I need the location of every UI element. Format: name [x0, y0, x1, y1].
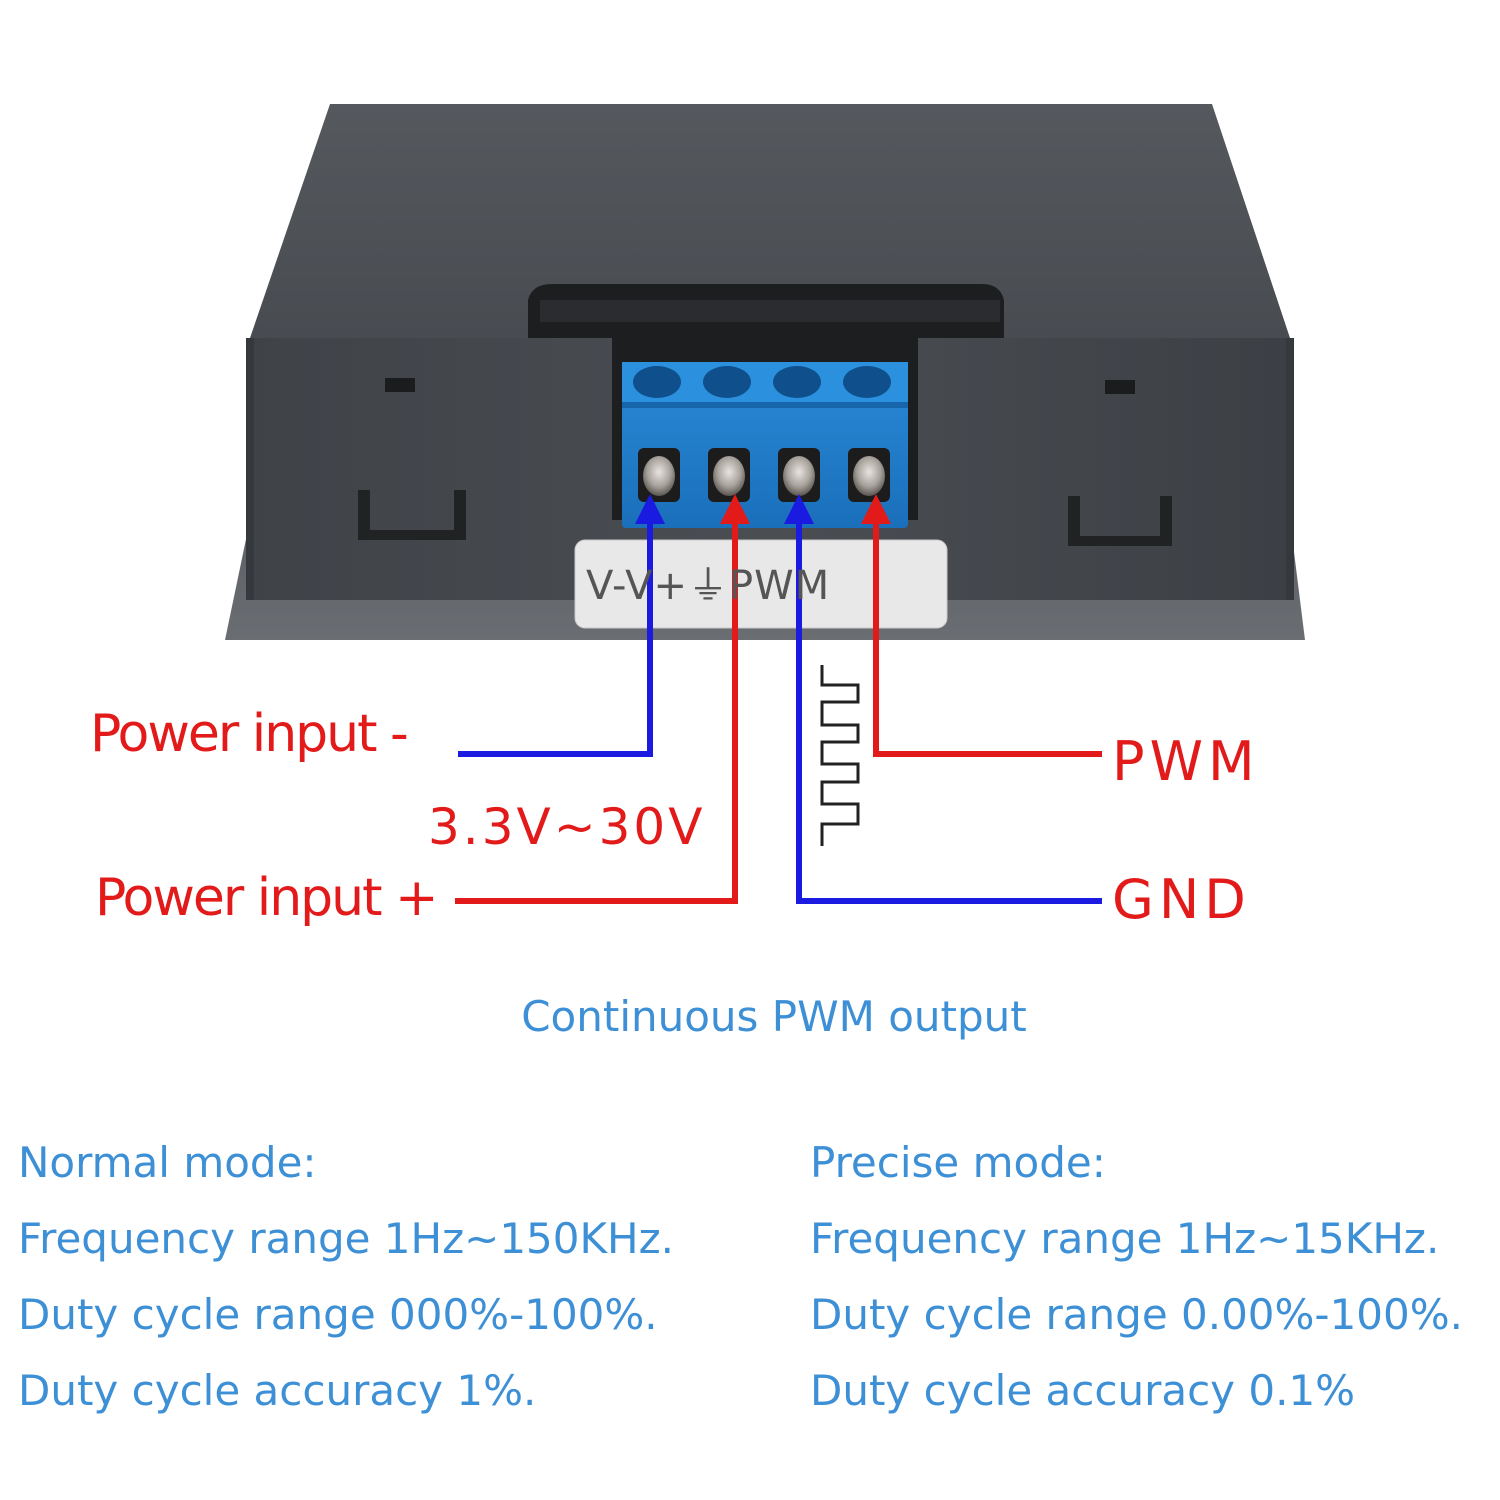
power-input-plus-label: Power input +: [95, 868, 439, 928]
terminal-legend-sticker: [574, 539, 948, 629]
normal-mode-duty-accuracy: Duty cycle accuracy 1%.: [18, 1366, 537, 1415]
pwm-waveform-icon: [820, 665, 860, 846]
precise-mode-frequency: Frequency range 1Hz~15KHz.: [810, 1214, 1440, 1263]
precise-mode-duty-accuracy: Duty cycle accuracy 0.1%: [810, 1366, 1356, 1415]
terminal-legend-text: V-V+⏚PWM: [586, 563, 831, 609]
voltage-range-label: 3.3V~30V: [428, 798, 706, 856]
normal-mode-duty-range: Duty cycle range 000%-100%.: [18, 1290, 658, 1339]
pwm-label: PWM: [1112, 730, 1260, 793]
gnd-label: GND: [1112, 868, 1251, 931]
diagram-caption: Continuous PWM output: [521, 992, 1027, 1041]
wire-gnd: [784, 494, 1102, 904]
normal-mode-heading: Normal mode:: [18, 1138, 317, 1187]
precise-mode-heading: Precise mode:: [810, 1138, 1106, 1187]
precise-mode-specs: Precise mode: Frequency range 1Hz~15KHz.…: [810, 1142, 1463, 1446]
normal-mode-frequency: Frequency range 1Hz~150KHz.: [18, 1214, 675, 1263]
wire-pwm: [861, 494, 1102, 757]
wire-power-minus: [458, 494, 665, 757]
power-input-minus-label: Power input -: [90, 704, 409, 764]
normal-mode-specs: Normal mode: Frequency range 1Hz~150KHz.…: [18, 1142, 674, 1446]
terminal-screw-holes: [633, 366, 891, 398]
terminal-clamps: [638, 448, 890, 502]
precise-mode-duty-range: Duty cycle range 0.00%-100%.: [810, 1290, 1464, 1339]
wire-power-plus: [455, 494, 750, 904]
